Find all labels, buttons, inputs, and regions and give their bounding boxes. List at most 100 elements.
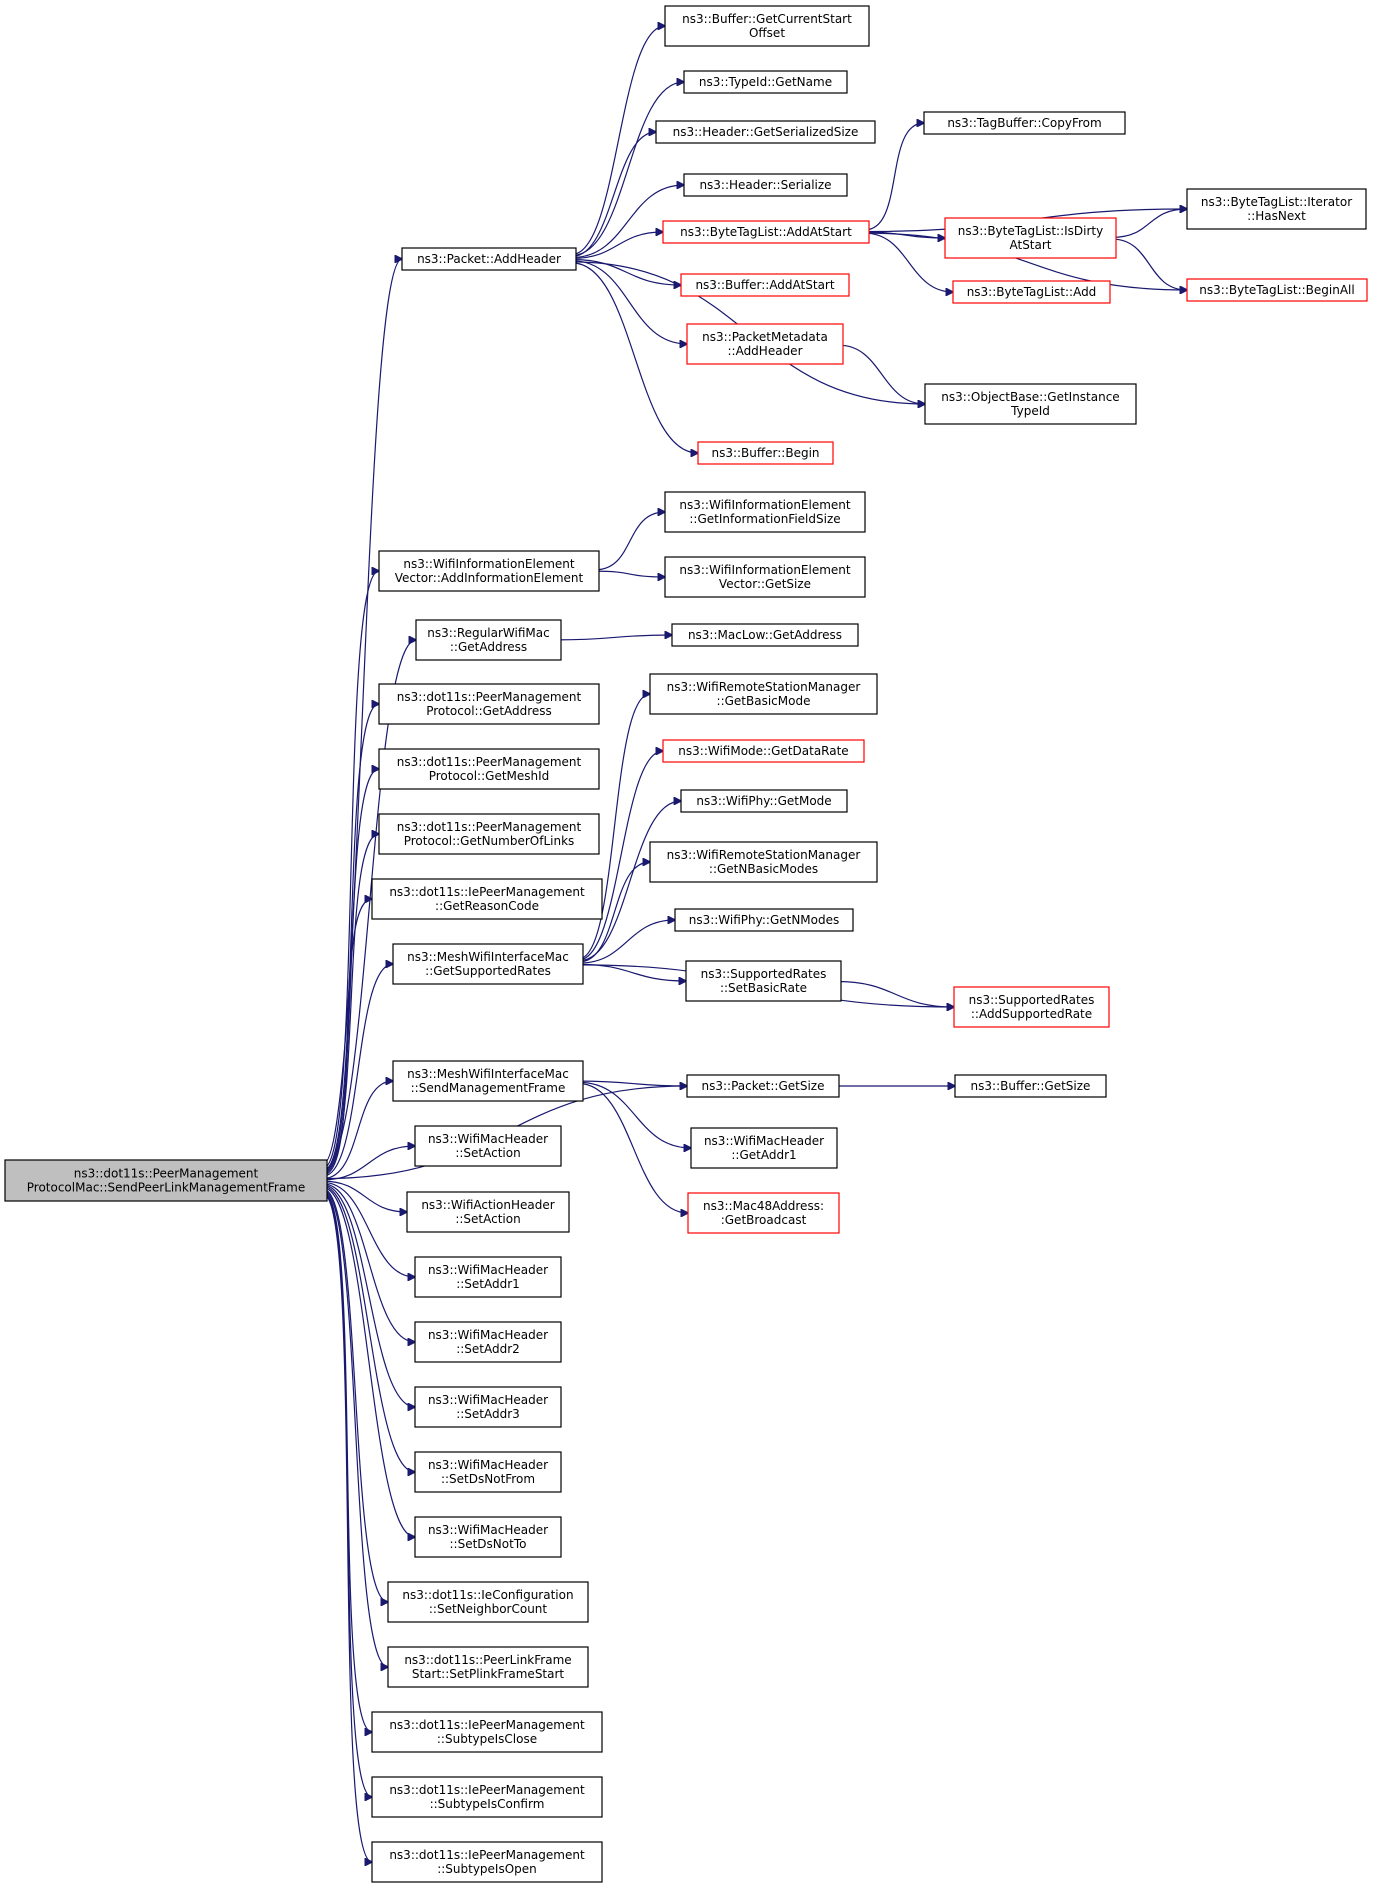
node-pmpnumlinks[interactable]: ns3::dot11s::PeerManagementProtocol::Get… (378, 813, 600, 855)
edge-line (578, 751, 663, 961)
node-box (680, 273, 850, 297)
node-pmpgetaddr[interactable]: ns3::dot11s::PeerManagementProtocol::Get… (378, 683, 600, 725)
node-srsetbasic[interactable]: ns3::SupportedRates::SetBasicRate (685, 960, 842, 1002)
node-label-line: Protocol::GetMeshId (429, 769, 550, 783)
edge-btaddatstart-to-btbeginall (864, 232, 1187, 290)
node-addheader[interactable]: ns3::Packet::AddHeader (401, 247, 577, 271)
edge-line (1111, 238, 1187, 290)
node-plfsetstart[interactable]: ns3::dot11s::PeerLinkFrameStart::SetPlin… (387, 1646, 589, 1688)
node-wmhdsnotfrom[interactable]: ns3::WifiMacHeader::SetDsNotFrom (414, 1451, 562, 1493)
node-bthasnext[interactable]: ns3::ByteTagList::Iterator::HasNext (1186, 188, 1367, 230)
node-box (387, 1581, 589, 1623)
node-box (953, 986, 1110, 1028)
node-box (371, 1841, 603, 1883)
edge-line (322, 571, 379, 1169)
node-mwimsupported[interactable]: ns3::MeshWifiInterfaceMac::GetSupportedR… (392, 943, 584, 985)
node-box (1186, 278, 1368, 302)
node-label-line: Offset (749, 26, 785, 40)
node-box (944, 217, 1117, 259)
node-sraddsupported[interactable]: ns3::SupportedRates::AddSupportedRate (953, 986, 1110, 1028)
edge-line (864, 123, 924, 231)
edge-wievaddinfo-to-wievgetsize (594, 570, 665, 577)
edge-mwimsupported-to-wrsmnbasic (578, 862, 650, 963)
edge-line (322, 1184, 415, 1407)
node-wmdatarate[interactable]: ns3::WifiMode::GetDataRate (662, 739, 865, 763)
node-label-line: ns3::WifiMacHeader (428, 1132, 548, 1146)
node-iepmreason[interactable]: ns3::dot11s::IePeerManagement::GetReason… (371, 878, 603, 920)
node-regwifiaddr[interactable]: ns3::RegularWifiMac::GetAddress (415, 619, 562, 661)
node-label-line: Vector::GetSize (719, 577, 811, 591)
node-wiefieldsize[interactable]: ns3::WifiInformationElement::GetInformat… (664, 491, 866, 533)
node-btbeginall[interactable]: ns3::ByteTagList::BeginAll (1186, 278, 1368, 302)
node-iepmopen[interactable]: ns3::dot11s::IePeerManagement::SubtypeIs… (371, 1841, 603, 1883)
edge-line (571, 258, 681, 285)
node-box (378, 748, 600, 790)
node-wmhsetaddr1[interactable]: ns3::WifiMacHeader::SetAddr1 (414, 1256, 562, 1298)
edge-line (322, 834, 379, 1175)
node-wpgetnmodes[interactable]: ns3::WifiPhy::GetNModes (674, 908, 854, 932)
node-tagcopy[interactable]: ns3::TagBuffer::CopyFrom (923, 111, 1126, 135)
node-box (401, 247, 577, 271)
node-box (664, 556, 866, 598)
node-m48bcast[interactable]: ns3::Mac48Address::GetBroadcast (687, 1192, 840, 1234)
node-maclowaddr[interactable]: ns3::MacLow::GetAddress (671, 623, 859, 647)
node-bufgetsize[interactable]: ns3::Buffer::GetSize (954, 1074, 1107, 1098)
node-label-line: ::GetReasonCode (435, 899, 539, 913)
node-iepmclose[interactable]: ns3::dot11s::IePeerManagement::SubtypeIs… (371, 1711, 603, 1753)
node-label-line: Protocol::GetNumberOfLinks (404, 834, 575, 848)
edge-line (864, 232, 1187, 290)
node-pmpmeshid[interactable]: ns3::dot11s::PeerManagementProtocol::Get… (378, 748, 600, 790)
node-wievgetsize[interactable]: ns3::WifiInformationElementVector::GetSi… (664, 556, 866, 598)
node-getserial[interactable]: ns3::Header::GetSerializedSize (655, 120, 876, 144)
node-label-line: ns3::WifiActionHeader (421, 1198, 554, 1212)
node-wievaddinfo[interactable]: ns3::WifiInformationElementVector::AddIn… (378, 550, 600, 592)
edge-line (594, 512, 665, 571)
node-box (378, 813, 600, 855)
node-btadd[interactable]: ns3::ByteTagList::Add (952, 280, 1111, 304)
node-label-line: ns3::dot11s::PeerManagement (397, 690, 582, 704)
node-wmhsetaddr2[interactable]: ns3::WifiMacHeader::SetAddr2 (414, 1321, 562, 1363)
node-wahsetaction[interactable]: ns3::WifiActionHeader::SetAction (406, 1191, 570, 1233)
node-typeidname[interactable]: ns3::TypeId::GetName (683, 70, 848, 94)
node-label-line: ::SubtypeIsOpen (437, 1862, 537, 1876)
node-wrsmbasicmode[interactable]: ns3::WifiRemoteStationManager::GetBasicM… (649, 673, 878, 715)
node-label-line: ::AddHeader (727, 344, 802, 358)
node-iecfgneighbor[interactable]: ns3::dot11s::IeConfiguration::SetNeighbo… (387, 1581, 589, 1623)
node-root[interactable]: ns3::dot11s::PeerManagementProtocolMac::… (4, 1159, 328, 1202)
node-bufbegin[interactable]: ns3::Buffer::Begin (697, 441, 834, 465)
node-serialize[interactable]: ns3::Header::Serialize (683, 173, 848, 197)
node-wpgetmode[interactable]: ns3::WifiPhy::GetMode (680, 789, 848, 813)
edge-line (578, 963, 686, 981)
node-label-line: ns3::WifiMacHeader (428, 1263, 548, 1277)
node-label-line: ProtocolMac::SendPeerLinkManagementFrame (27, 1181, 306, 1195)
node-label-line: ns3::dot11s::IePeerManagement (389, 1718, 585, 1732)
node-label-line: AtStart (1009, 238, 1051, 252)
node-mwimsendmgmt[interactable]: ns3::MeshWifiInterfaceMac::SendManagemen… (392, 1060, 584, 1102)
node-bufaddatstart[interactable]: ns3::Buffer::AddAtStart (680, 273, 850, 297)
node-btaddatstart[interactable]: ns3::ByteTagList::AddAtStart (662, 220, 870, 244)
node-label-line: Start::SetPlinkFrameStart (412, 1667, 565, 1681)
node-label-line: ::SetDsNotFrom (441, 1472, 535, 1486)
node-wmhdsnotto[interactable]: ns3::WifiMacHeader::SetDsNotTo (414, 1516, 562, 1558)
edge-addheader-to-bufbegin (571, 262, 698, 453)
node-pmaddheader[interactable]: ns3::PacketMetadata::AddHeader (686, 323, 844, 365)
node-box (685, 960, 842, 1002)
node-box (686, 323, 844, 365)
edge-regwifiaddr-to-maclowaddr (556, 635, 672, 641)
node-box (378, 683, 600, 725)
node-iepmconfirm[interactable]: ns3::dot11s::IePeerManagement::SubtypeIs… (371, 1776, 603, 1818)
node-wmhgetaddr1[interactable]: ns3::WifiMacHeader::GetAddr1 (690, 1127, 838, 1169)
edge-addheader-to-bufaddatstart (571, 258, 681, 285)
edge-line (322, 899, 372, 1176)
edge-line (578, 920, 675, 964)
node-box (649, 673, 878, 715)
node-label-line: ns3::ByteTagList::AddAtStart (680, 225, 852, 239)
node-wmhsetaction[interactable]: ns3::WifiMacHeader::SetAction (414, 1125, 562, 1167)
node-wmhsetaddr3[interactable]: ns3::WifiMacHeader::SetAddr3 (414, 1386, 562, 1428)
edge-mwimsupported-to-wrsmbasicmode (578, 694, 650, 960)
node-pktgetsize[interactable]: ns3::Packet::GetSize (686, 1074, 840, 1098)
node-wrsmnbasic[interactable]: ns3::WifiRemoteStationManager::GetNBasic… (649, 841, 878, 883)
